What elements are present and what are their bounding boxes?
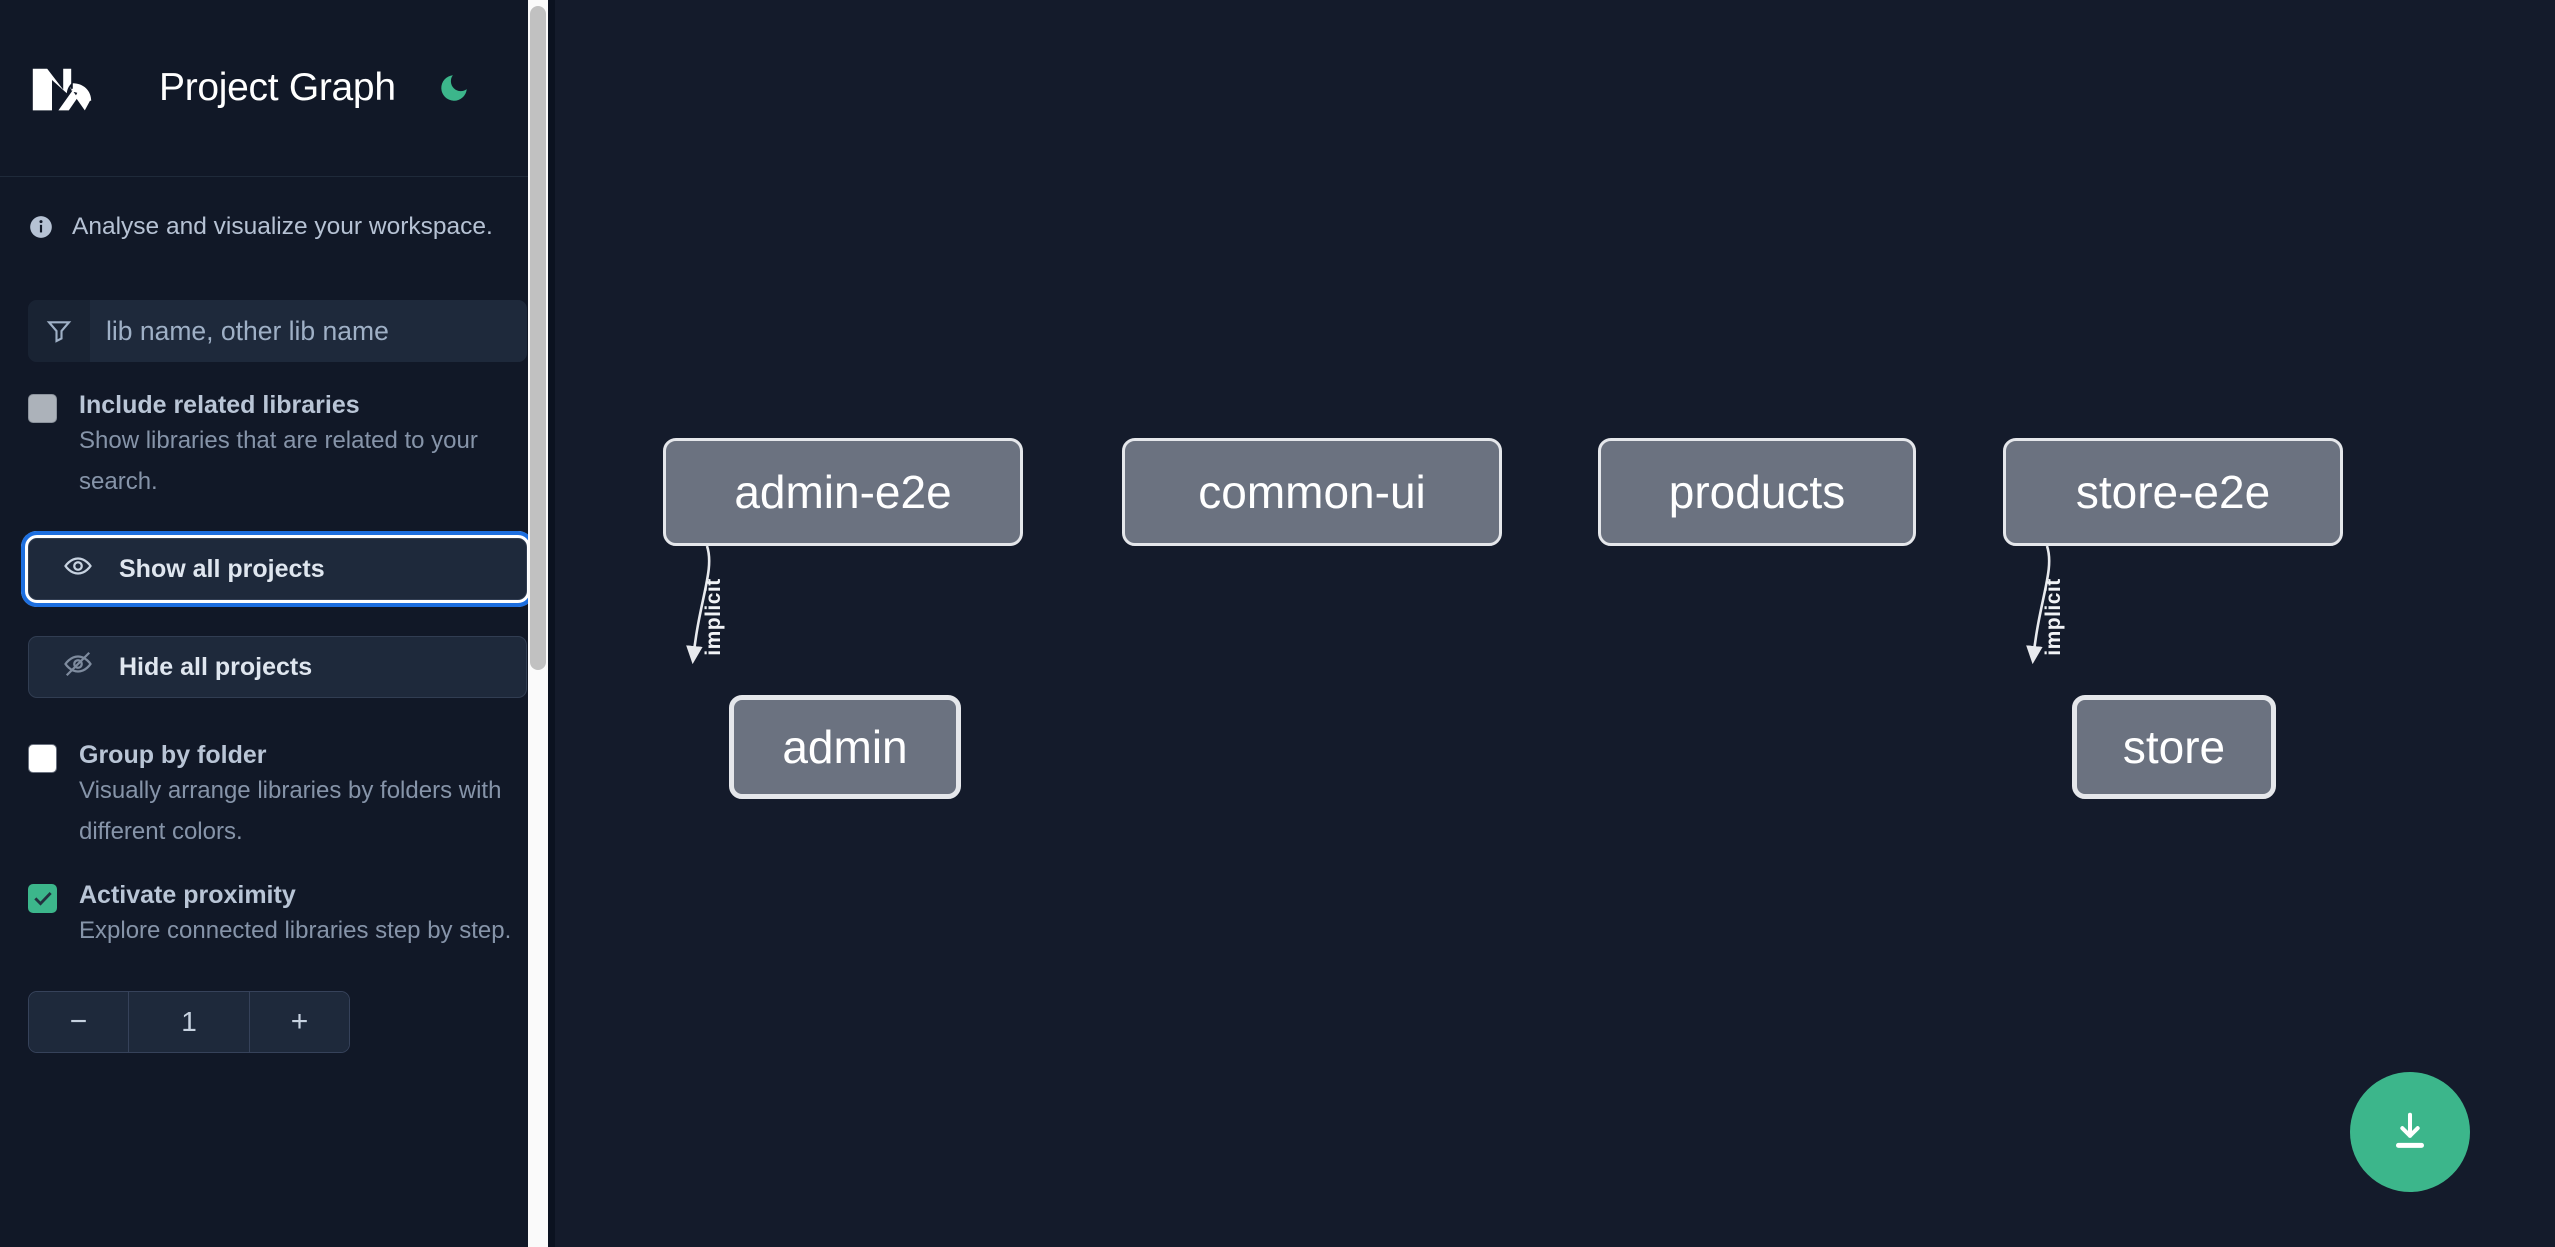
search-field[interactable] — [28, 300, 527, 362]
graph-node-store[interactable]: store — [2072, 695, 2276, 799]
eye-icon — [63, 551, 93, 588]
option-activate-proximity: Activate proximity Explore connected lib… — [0, 880, 555, 951]
graph-node-admin-e2e[interactable]: admin-e2e — [663, 438, 1023, 546]
option-include-related-libraries: Include related libraries Show libraries… — [0, 390, 555, 502]
show-all-projects-button[interactable]: Show all projects — [21, 531, 534, 607]
include-related-libraries-description: Show libraries that are related to your … — [79, 427, 478, 495]
graph-node-products[interactable]: products — [1598, 438, 1916, 546]
sidebar-scrollbar[interactable] — [528, 0, 548, 1247]
edge-label-store-e2e-to-store: implicit — [2041, 578, 2065, 656]
sidebar-description: Analyse and visualize your workspace. — [0, 177, 555, 277]
graph-node-admin[interactable]: admin — [729, 695, 961, 799]
eye-off-icon — [63, 649, 93, 686]
graph-node-common-ui[interactable]: common-ui — [1122, 438, 1502, 546]
download-graph-button[interactable] — [2350, 1072, 2470, 1192]
hide-all-projects-label: Hide all projects — [119, 652, 313, 681]
include-related-libraries-label: Include related libraries — [79, 391, 360, 419]
graph-node-store-e2e[interactable]: store-e2e — [2003, 438, 2343, 546]
nx-logo — [28, 59, 124, 117]
activate-proximity-checkbox[interactable] — [28, 884, 57, 913]
filter-icon — [28, 300, 90, 362]
include-related-libraries-checkbox[interactable] — [28, 394, 57, 423]
stepper-divider — [128, 992, 129, 1052]
graph-canvas[interactable]: admin-e2e common-ui products store-e2e admin… — [555, 0, 2555, 1247]
sidebar: Project Graph Analyse and visualize your… — [0, 0, 555, 1247]
group-by-folder-description: Visually arrange libraries by folders wi… — [79, 777, 502, 845]
hide-all-projects-button[interactable]: Hide all projects — [28, 636, 527, 698]
visibility-buttons: Show all projects Hide all projects — [0, 531, 555, 698]
page-title: Project Graph — [159, 66, 396, 109]
proximity-stepper: − 1 + — [28, 991, 350, 1053]
group-by-folder-checkbox[interactable] — [28, 744, 57, 773]
stepper-divider — [249, 992, 250, 1052]
proximity-decrement-button[interactable]: − — [29, 992, 128, 1052]
sidebar-divider — [548, 0, 555, 1247]
search-input[interactable] — [90, 300, 527, 362]
info-icon — [28, 214, 54, 240]
sidebar-description-text: Analyse and visualize your workspace. — [72, 213, 493, 240]
group-by-folder-label: Group by folder — [79, 741, 267, 769]
activate-proximity-description: Explore connected libraries step by step… — [79, 917, 512, 944]
activate-proximity-label: Activate proximity — [79, 881, 296, 909]
sidebar-header: Project Graph — [0, 0, 555, 177]
edge-label-admin-e2e-to-admin: implicit — [701, 578, 725, 656]
proximity-increment-button[interactable]: + — [250, 992, 349, 1052]
moon-icon[interactable] — [434, 68, 474, 108]
show-all-projects-label: Show all projects — [119, 554, 325, 583]
sidebar-scrollbar-thumb[interactable] — [530, 6, 546, 670]
option-group-by-folder: Group by folder Visually arrange librari… — [0, 740, 555, 852]
proximity-value: 1 — [129, 992, 249, 1052]
